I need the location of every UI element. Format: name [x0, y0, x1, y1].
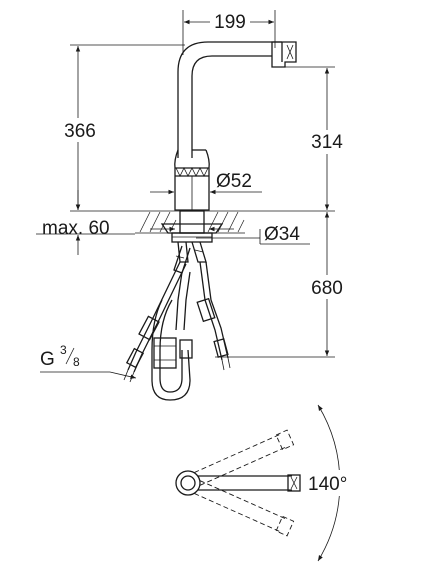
label-spout-height: 314: [311, 132, 343, 153]
label-deck-thickness: max. 60: [42, 218, 110, 239]
label-thread-denominator: 8: [73, 355, 80, 369]
dim-hole-diameter: Ø34: [150, 224, 310, 245]
dim-spout-height: 314: [278, 66, 351, 210]
dim-total-height: 366: [58, 44, 185, 210]
dim-spout-reach: 199: [182, 10, 276, 55]
countertop: [70, 210, 335, 243]
under-counter-plumbing: [123, 241, 231, 401]
label-thread-prefix: G: [40, 349, 55, 370]
label-base-diameter: Ø52: [216, 171, 252, 192]
label-swivel-angle: 140°: [308, 474, 347, 495]
label-total-height: 366: [64, 121, 96, 142]
top-view-swivel: 140°: [175, 404, 364, 562]
faucet-body: [174, 41, 297, 211]
dim-base-diameter: Ø52: [150, 171, 262, 195]
label-spout-reach: 199: [214, 12, 246, 33]
dim-thread: G 3 8: [40, 343, 137, 379]
dim-deck-thickness: max. 60: [36, 190, 135, 255]
label-hole-diameter: Ø34: [264, 224, 300, 245]
label-hose-length: 680: [311, 278, 343, 299]
label-thread-numerator: 3: [60, 343, 67, 357]
dim-hose-length: 680: [215, 212, 351, 358]
